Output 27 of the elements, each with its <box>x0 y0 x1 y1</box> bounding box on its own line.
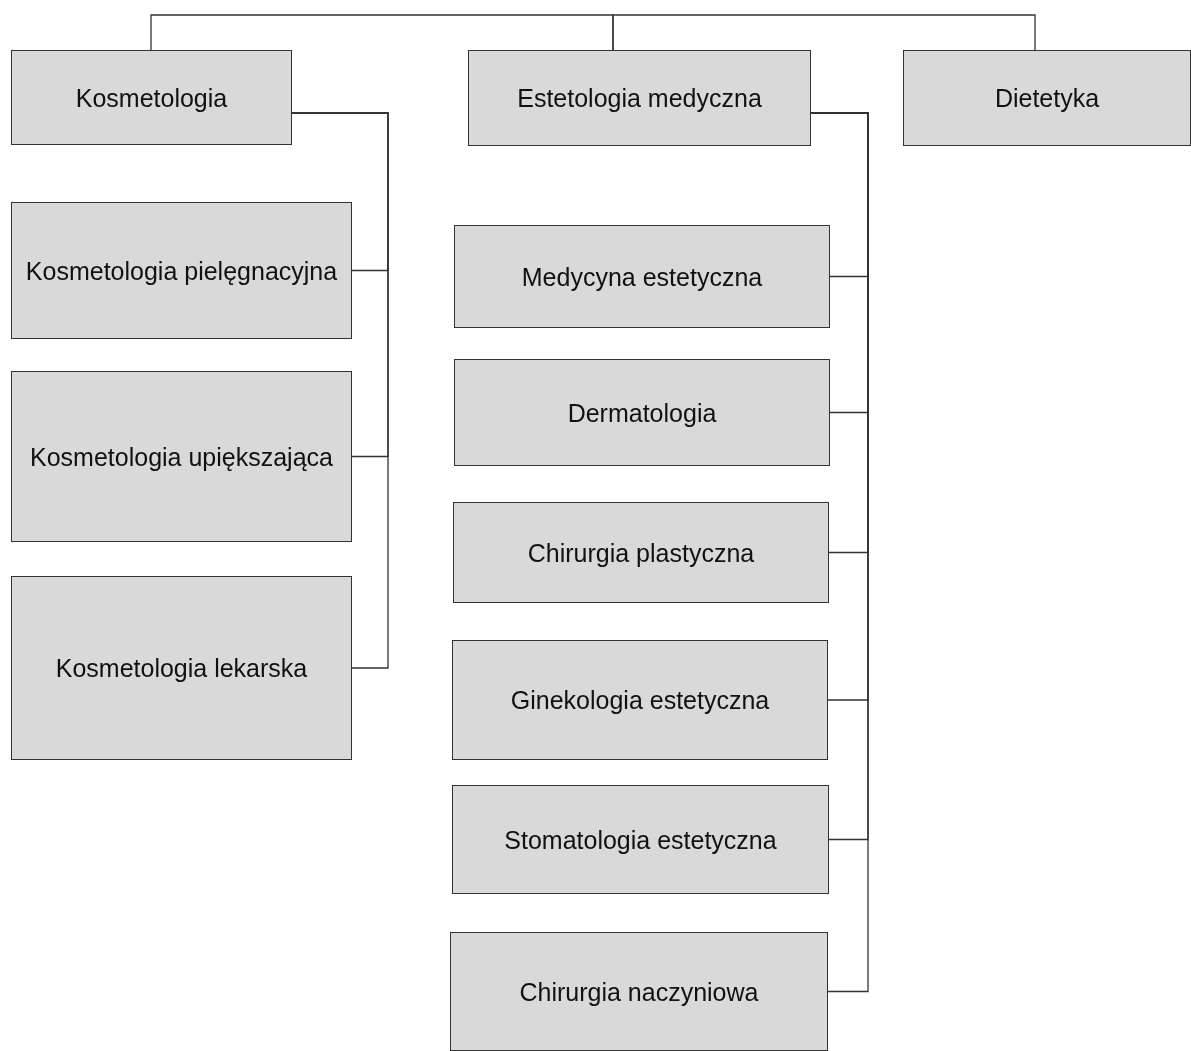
category-box <box>11 371 352 542</box>
category-label: Kosmetologia <box>74 82 229 114</box>
category-box <box>450 932 828 1051</box>
category-label: Dietetyka <box>993 83 1101 114</box>
category-label: Chirurgia plastyczna <box>526 537 756 569</box>
category-label: Stomatologia estetyczna <box>503 824 778 856</box>
category-label: Estetologia medyczna <box>516 83 763 114</box>
category-label: Ginekologia estetyczna <box>509 685 771 716</box>
category-box <box>452 785 829 894</box>
category-label: Kosmetologia upiększająca <box>29 441 334 473</box>
category-box <box>11 576 352 760</box>
connector-line <box>150 14 614 51</box>
category-box <box>11 202 352 339</box>
category-box <box>453 502 829 603</box>
category-label: Dermatologia <box>566 397 718 429</box>
category-box <box>452 640 828 760</box>
category-box <box>454 225 830 328</box>
category-label: Kosmetologia pielęgnacyjna <box>24 255 339 287</box>
category-box <box>468 50 811 146</box>
category-label: Medycyna estetyczna <box>520 261 764 293</box>
category-label: Kosmetologia lekarska <box>54 653 309 684</box>
category-box <box>11 50 292 145</box>
category-box <box>903 50 1191 146</box>
connector-line <box>291 112 389 669</box>
category-box <box>454 359 830 466</box>
connector-line <box>612 14 1036 51</box>
category-label: Chirurgia naczyniowa <box>518 976 760 1008</box>
